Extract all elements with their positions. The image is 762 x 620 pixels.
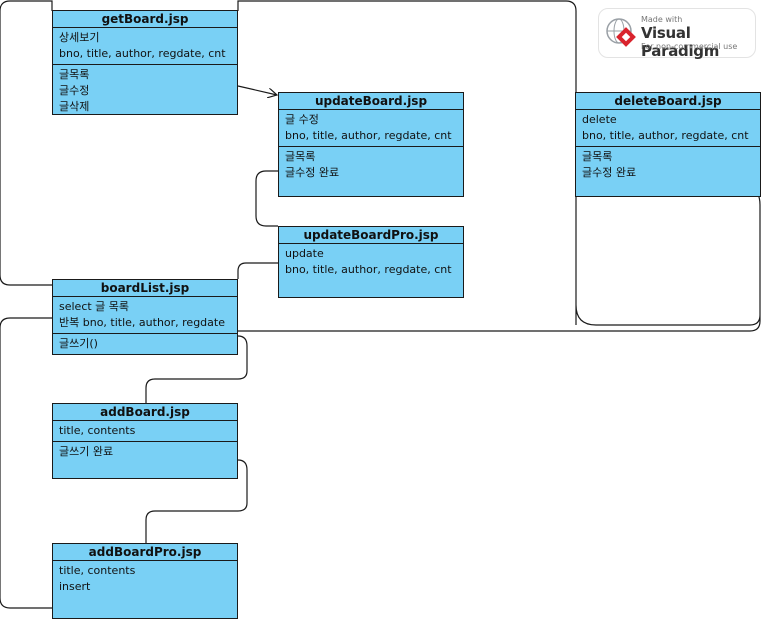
connector-addboardpro-boardlist — [0, 317, 52, 609]
brand-text: Visual Paradigm — [641, 24, 720, 60]
attribute: delete — [582, 113, 617, 126]
connector-updateboard-updateboardpro — [255, 170, 278, 227]
operation: 글목록 — [582, 150, 613, 163]
updateboard-class[interactable]: updateBoard.jsp 글 수정 bno, title, author,… — [278, 92, 464, 197]
operations-section: 글목록 글수정 글삭제 — [53, 65, 237, 114]
operation: 글수정 완료 — [285, 166, 340, 179]
attribute: 반복 bno, title, author, regdate — [59, 316, 225, 329]
attributes-section: update bno, title, author, regdate, cnt — [279, 244, 463, 280]
class-name: addBoardPro.jsp — [53, 544, 237, 561]
connector-addboard-addboardpro — [145, 459, 248, 543]
attribute: 상세보기 — [59, 31, 100, 44]
attribute: insert — [59, 580, 91, 593]
attribute: bno, title, author, regdate, cnt — [285, 129, 452, 142]
attributes-section: delete bno, title, author, regdate, cnt — [576, 110, 760, 147]
addboard-class[interactable]: addBoard.jsp title, contents 글쓰기 완료 — [52, 403, 238, 479]
attribute: update — [285, 247, 324, 260]
connector-getboard-deleteboard-boardlist — [237, 0, 761, 332]
class-name: updateBoardPro.jsp — [279, 227, 463, 244]
operation: 글목록 — [285, 150, 316, 163]
connector-getboard-boardlist — [0, 0, 53, 286]
addboardpro-class[interactable]: addBoardPro.jsp title, contents insert — [52, 543, 238, 619]
updateboardpro-class[interactable]: updateBoardPro.jsp update bno, title, au… — [278, 226, 464, 298]
attributes-section: title, contents — [53, 421, 237, 442]
attribute: select 글 목록 — [59, 300, 130, 313]
operations-section: 글쓰기 완료 — [53, 442, 237, 462]
connector-boardlist-addboard — [145, 335, 248, 403]
operation: 글목록 — [59, 68, 90, 81]
attribute: 글 수정 — [285, 113, 319, 126]
attributes-section: 글 수정 bno, title, author, regdate, cnt — [279, 110, 463, 147]
operation: 글수정 — [59, 84, 90, 97]
operations-section: 글목록 글수정 완료 — [576, 147, 760, 183]
visual-paradigm-logo-icon — [606, 18, 636, 47]
attribute: title, contents — [59, 424, 136, 437]
attributes-section: title, contents insert — [53, 561, 237, 597]
connector-getboard-updateboard — [237, 85, 277, 95]
class-name: deleteBoard.jsp — [576, 93, 760, 110]
attribute: bno, title, author, regdate, cnt — [582, 129, 749, 142]
class-name: getBoard.jsp — [53, 11, 237, 28]
attribute: bno, title, author, regdate, cnt — [285, 263, 452, 276]
attributes-section: 상세보기 bno, title, author, regdate, cnt — [53, 28, 237, 65]
getboard-class[interactable]: getBoard.jsp 상세보기 bno, title, author, re… — [52, 10, 238, 115]
boardlist-class[interactable]: boardList.jsp select 글 목록 반복 bno, title,… — [52, 279, 238, 355]
made-with-text: Made with — [641, 15, 683, 24]
class-name: updateBoard.jsp — [279, 93, 463, 110]
class-name: addBoard.jsp — [53, 404, 237, 421]
operations-section: 글쓰기() — [53, 334, 237, 354]
operation: 글삭제 — [59, 100, 90, 113]
attributes-section: select 글 목록 반복 bno, title, author, regda… — [53, 297, 237, 334]
operation: 글쓰기() — [59, 337, 98, 350]
license-text: For non-commercial use — [641, 42, 738, 51]
operation: 글수정 완료 — [582, 166, 637, 179]
visual-paradigm-watermark: Made with Visual Paradigm For non-commer… — [598, 8, 756, 60]
class-name: boardList.jsp — [53, 280, 237, 297]
attribute: title, contents — [59, 564, 136, 577]
connector-updateboardpro-boardlist — [237, 262, 278, 279]
operations-section: 글목록 글수정 완료 — [279, 147, 463, 183]
operation: 글쓰기 완료 — [59, 445, 114, 458]
attribute: bno, title, author, regdate, cnt — [59, 47, 226, 60]
deleteboard-class[interactable]: deleteBoard.jsp delete bno, title, autho… — [575, 92, 761, 197]
